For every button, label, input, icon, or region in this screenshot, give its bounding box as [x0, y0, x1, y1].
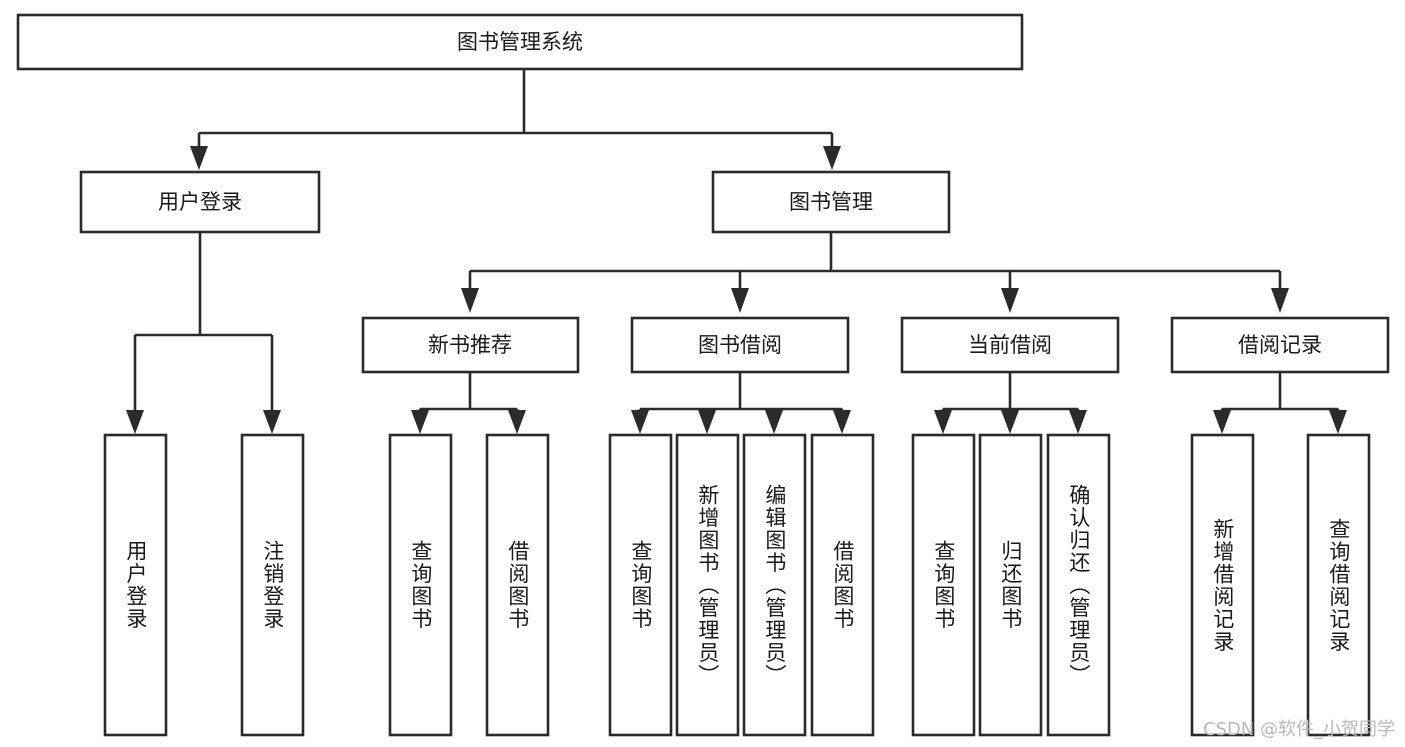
- arrow-head-icon: [765, 410, 783, 434]
- leaf-query-book-1[interactable]: [388, 433, 453, 737]
- leaf-query-book-2-box: [608, 433, 673, 737]
- node-user-login[interactable]: 用户登录: [79, 170, 321, 234]
- leaf-query-book-2[interactable]: [608, 433, 673, 737]
- leaf-edit-book[interactable]: [742, 433, 807, 737]
- leaf-query-book-3[interactable]: [911, 433, 976, 737]
- arrow-head-icon: [823, 146, 841, 170]
- node-user-login-label: 用户登录: [158, 190, 242, 214]
- leaf-add-record-box: [1190, 433, 1255, 737]
- node-borrow-record-label: 借阅记录: [1238, 333, 1322, 357]
- node-new-book-recommend[interactable]: 新书推荐: [361, 316, 580, 374]
- node-book-borrow[interactable]: 图书借阅: [630, 316, 850, 374]
- leaf-confirm-return[interactable]: [1046, 433, 1111, 737]
- connector-book-management-to-level3: [461, 232, 1289, 313]
- leaf-borrow-book-2-box: [810, 433, 875, 737]
- leaf-user-logout-box: [240, 433, 305, 737]
- arrow-head-icon: [461, 288, 479, 313]
- csdn-watermark: CSDN @软件_小贺同学: [1202, 719, 1395, 740]
- node-book-management[interactable]: 图书管理: [711, 170, 951, 234]
- arrow-head-icon: [508, 410, 526, 434]
- arrow-head-icon: [1213, 410, 1231, 434]
- node-book-management-label: 图书管理: [789, 190, 873, 214]
- connector-book-borrow-to-leaves: [631, 372, 851, 434]
- leaf-edit-book-label: 编辑图书（管理员）: [762, 483, 787, 687]
- leaf-borrow-book-1-label: 借阅图书: [505, 540, 530, 630]
- leaf-user-logout[interactable]: [240, 433, 305, 737]
- arrow-head-icon: [698, 410, 716, 434]
- connector-user-login-to-leaves: [126, 232, 281, 434]
- connector-root-to-level2: [190, 69, 841, 170]
- leaf-add-record[interactable]: [1190, 433, 1255, 737]
- leaf-query-record-box: [1306, 433, 1371, 737]
- leaf-add-book[interactable]: [675, 433, 740, 737]
- leaf-add-record-label: 新增借阅记录: [1210, 517, 1235, 653]
- arrow-head-icon: [1271, 288, 1289, 313]
- leaf-query-book-3-label: 查询图书: [931, 540, 956, 630]
- leaf-user-login-label: 用户登录: [123, 540, 148, 630]
- connector-current-borrow-to-leaves: [934, 372, 1087, 434]
- node-current-borrow[interactable]: 当前借阅: [900, 316, 1120, 374]
- node-root[interactable]: 图书管理系统: [16, 13, 1024, 71]
- node-new-book-recommend-box: [361, 316, 580, 374]
- leaf-query-book-2-label: 查询图书: [628, 540, 653, 630]
- leaf-query-record-label: 查询借阅记录: [1326, 517, 1351, 653]
- leaf-confirm-return-box: [1046, 433, 1111, 737]
- arrow-head-icon: [411, 410, 429, 434]
- leaf-query-book-3-box: [911, 433, 976, 737]
- node-book-borrow-label: 图书借阅: [698, 333, 782, 357]
- node-root-label: 图书管理系统: [457, 30, 583, 54]
- leaf-borrow-book-2-label: 借阅图书: [830, 540, 855, 630]
- leaf-add-book-box: [675, 433, 740, 737]
- connector-borrow-record-to-leaves: [1213, 372, 1347, 434]
- leaf-add-book-label: 新增图书（管理员）: [695, 483, 720, 687]
- leaf-query-book-1-box: [388, 433, 453, 737]
- arrow-head-icon: [1069, 410, 1087, 434]
- node-new-book-recommend-label: 新书推荐: [428, 333, 512, 357]
- arrow-head-icon: [1001, 410, 1019, 434]
- node-current-borrow-label: 当前借阅: [968, 333, 1052, 357]
- node-borrow-record[interactable]: 借阅记录: [1170, 316, 1390, 374]
- arrow-head-icon: [263, 410, 281, 434]
- arrow-head-icon: [126, 410, 144, 434]
- leaf-return-book-label: 归还图书: [998, 540, 1023, 630]
- arrow-head-icon: [1329, 410, 1347, 434]
- leaf-borrow-book-1[interactable]: [485, 433, 550, 737]
- leaf-borrow-book-1-box: [485, 433, 550, 737]
- connector-new-book-recommend-to-leaves: [411, 372, 526, 434]
- leaf-confirm-return-label: 确认归还（管理员）: [1066, 483, 1091, 687]
- arrow-head-icon: [934, 410, 952, 434]
- leaf-user-login[interactable]: [103, 433, 168, 737]
- arrow-head-icon: [1001, 288, 1019, 313]
- leaf-user-logout-label: 注销登录: [260, 540, 285, 630]
- leaf-return-book[interactable]: [978, 433, 1043, 737]
- arrow-head-icon: [833, 410, 851, 434]
- leaf-edit-book-box: [742, 433, 807, 737]
- leaf-return-book-box: [978, 433, 1043, 737]
- leaf-borrow-book-2[interactable]: [810, 433, 875, 737]
- arrow-head-icon: [190, 146, 208, 170]
- node-root-box: [16, 13, 1024, 71]
- leaf-user-login-box: [103, 433, 168, 737]
- leaf-query-record[interactable]: [1306, 433, 1371, 737]
- node-book-borrow-box: [630, 316, 850, 374]
- node-current-borrow-box: [900, 316, 1120, 374]
- arrow-head-icon: [731, 288, 749, 313]
- arrow-head-icon: [631, 410, 649, 434]
- leaf-query-book-1-label: 查询图书: [408, 540, 433, 630]
